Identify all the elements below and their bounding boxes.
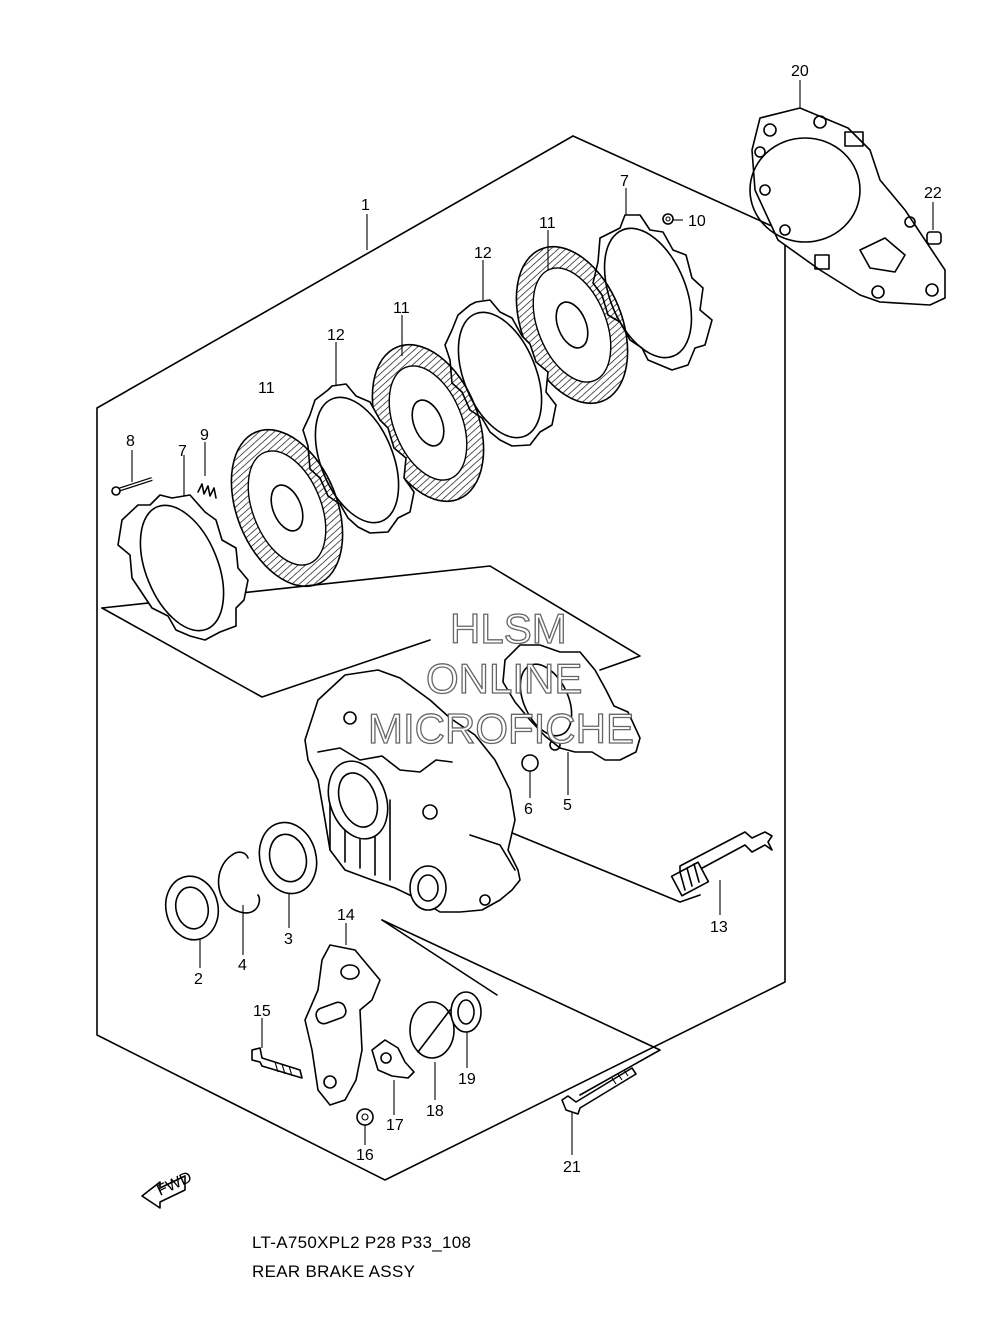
steel-plate-7-left [117, 494, 249, 641]
brake-shaft-part [670, 831, 773, 897]
callout-11-right: 11 [539, 215, 556, 232]
callout-11-middle: 11 [393, 300, 410, 317]
callout-2: 2 [194, 971, 203, 988]
watermark: HLSM ONLINE MICROFICHE [367, 604, 634, 752]
friction-disc-11-left [230, 428, 344, 588]
callout-labels: 1 2 3 4 5 6 7 7 8 9 10 11 11 11 12 12 13… [126, 63, 942, 1176]
watermark-line-2: ONLINE [426, 655, 582, 702]
callout-18: 18 [426, 1103, 444, 1120]
callout-9: 9 [200, 427, 209, 444]
callout-1: 1 [361, 197, 370, 214]
nut-16-part [356, 1108, 374, 1126]
pin-part [111, 477, 153, 496]
callout-11-left: 11 [258, 380, 275, 397]
circlip-part [217, 851, 261, 914]
ball-part [521, 754, 539, 772]
callout-8: 8 [126, 433, 135, 450]
callout-12-right: 12 [474, 245, 492, 262]
callout-7-right: 7 [620, 173, 629, 190]
bearing-ring-part [258, 821, 318, 895]
oil-seal-part [164, 875, 220, 941]
friction-disc-11-right [515, 245, 629, 405]
model-code: LT-A750XPL2 P28 P33_108 [252, 1233, 472, 1252]
bracket-boundary [381, 919, 661, 1096]
callout-7-left: 7 [178, 443, 187, 460]
callout-5: 5 [563, 797, 572, 814]
assembly-title: REAR BRAKE ASSY [252, 1262, 416, 1281]
dowel-pin-part [926, 231, 942, 245]
callout-20: 20 [791, 63, 809, 80]
disc-pack-boundary [101, 565, 641, 671]
callout-22: 22 [924, 185, 942, 202]
leader-lines [131, 80, 934, 1155]
nut-part [662, 213, 674, 225]
callout-10: 10 [688, 213, 706, 230]
bolt-21-part [561, 1067, 637, 1115]
gasket-part [749, 107, 946, 306]
caliper-housing-part [304, 669, 521, 913]
bracket-boundary-upper [381, 919, 498, 996]
forward-arrow-icon: FWD [141, 1169, 195, 1209]
disc-stack [117, 214, 713, 641]
watermark-line-3: MICROFICHE [368, 705, 634, 752]
callout-13: 13 [710, 919, 728, 936]
snap-ring-part [409, 1001, 455, 1059]
callout-3: 3 [284, 931, 293, 948]
watermark-line-1: HLSM [450, 605, 567, 652]
callout-12-left: 12 [327, 327, 345, 344]
callout-16: 16 [356, 1147, 374, 1164]
caliper-boundary [504, 829, 701, 903]
spring-part [197, 483, 217, 499]
callout-6: 6 [524, 801, 533, 818]
pad-plate-part [502, 644, 641, 761]
callout-15: 15 [253, 1003, 271, 1020]
bracket-part [304, 944, 381, 1106]
seal-19-part [450, 991, 482, 1033]
callout-17: 17 [386, 1117, 404, 1134]
callout-4: 4 [238, 957, 247, 974]
callout-21: 21 [563, 1159, 581, 1176]
lock-washer-part [371, 1039, 415, 1079]
bolt-15-part [251, 1047, 303, 1079]
callout-14: 14 [337, 907, 355, 924]
callout-19: 19 [458, 1071, 476, 1088]
disc-pack-boundary-lower [101, 607, 431, 698]
